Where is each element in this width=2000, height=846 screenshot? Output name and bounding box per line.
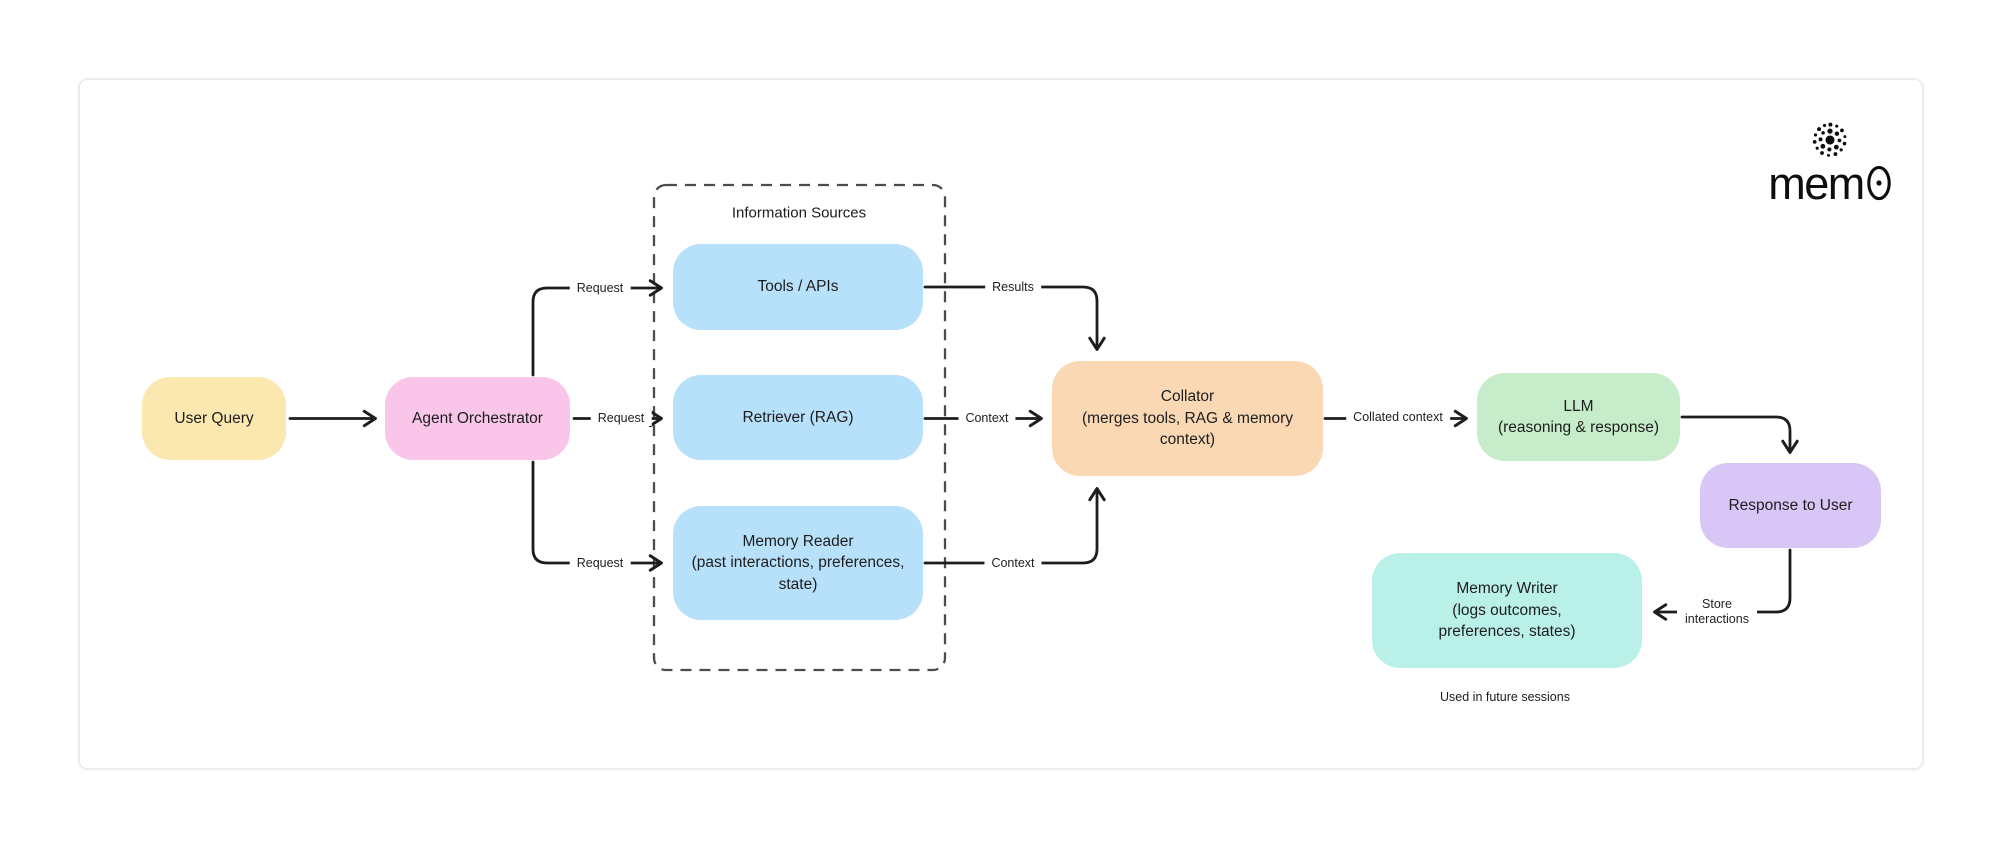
node-memory-reader-sub2: state) [778,575,818,593]
mem0-wordmark-text: mem [1768,158,1865,209]
mem0-zero-glyph [1867,165,1891,201]
edge-label-store-line1: Store [1702,597,1732,611]
node-retriever-rag: Retriever (RAG) [673,375,923,460]
information-sources-label: Information Sources [731,204,867,222]
edge-label-store-interactions: Store interactions [1677,595,1757,629]
node-llm-sub: (reasoning & response) [1497,419,1660,436]
edge-label-store-line2: interactions [1685,612,1749,626]
node-user-query: User Query [142,377,286,460]
node-user-query-label: User Query [174,409,254,427]
node-tools-apis-label: Tools / APIs [757,278,839,296]
edge-label-collated-context: Collated context [1346,409,1450,425]
mem0-dots-icon [1812,122,1847,157]
edge-label-request-tools: Request [569,280,631,296]
node-retriever-rag-label: Retriever (RAG) [742,408,854,426]
node-memory-writer: Memory Writer (logs outcomes, preference… [1372,553,1642,668]
note-used-in-future-sessions: Used in future sessions [1440,690,1570,704]
edge-label-results: Results [985,279,1041,295]
edge-label-context-memory: Context [984,555,1042,571]
node-llm-title: LLM [1563,397,1594,415]
node-memory-writer-sub1: (logs outcomes, [1452,601,1562,619]
edge-label-request-retriever: Request [590,410,652,426]
edge-label-context-rag: Context [958,410,1016,426]
edge-label-request-memory: Request [569,555,631,571]
node-collator-title: Collator [1160,388,1215,406]
node-memory-reader: Memory Reader (past interactions, prefer… [673,506,923,620]
node-response-to-user-label: Response to User [1728,496,1853,514]
node-tools-apis: Tools / APIs [673,244,923,330]
node-response-to-user: Response to User [1700,463,1881,548]
node-memory-writer-sub2: preferences, states) [1438,623,1576,641]
node-agent-orchestrator: Agent Orchestrator [385,377,570,460]
mem0-wordmark: mem [1768,158,1892,209]
node-memory-writer-title: Memory Writer [1456,580,1558,598]
node-llm: LLM (reasoning & response) [1477,373,1680,461]
node-collator-sub2: context) [1159,431,1216,449]
mem0-logo: mem [1762,119,1898,209]
node-collator: Collator (merges tools, RAG & memory con… [1052,361,1323,476]
node-memory-reader-sub1: (past interactions, preferences, [691,554,905,572]
node-memory-reader-title: Memory Reader [742,532,854,550]
node-collator-sub1: (merges tools, RAG & memory [1081,409,1294,427]
node-agent-orchestrator-label: Agent Orchestrator [412,409,543,427]
